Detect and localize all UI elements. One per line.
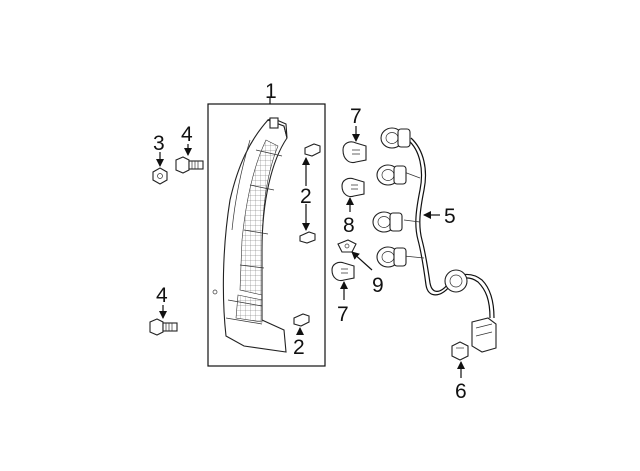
bulb-part-7-lower [331, 261, 355, 282]
bulb-part-8 [341, 177, 365, 198]
clip-part-6 [451, 341, 469, 361]
callout-1: 1 [265, 80, 277, 103]
screw-part-4-lower [149, 318, 178, 336]
harness-connector [471, 317, 497, 353]
callout-4-upper: 4 [181, 123, 193, 146]
callout-2-upper: 2 [300, 185, 312, 208]
callout-4-lower: 4 [156, 284, 168, 307]
clip-part-2-upper [304, 143, 321, 157]
socket-4 [376, 246, 407, 268]
assembly-frame [207, 103, 326, 367]
callout-6: 6 [455, 380, 467, 403]
socket-2 [376, 164, 407, 186]
grommet [444, 269, 468, 293]
callout-5: 5 [444, 205, 456, 228]
socket-1 [380, 127, 411, 149]
clip-part-2-lower [293, 313, 310, 327]
socket-3 [372, 211, 403, 233]
callout-3: 3 [153, 132, 165, 155]
callout-8: 8 [343, 214, 355, 237]
callout-9: 9 [372, 274, 384, 297]
tail-lamp-assembly [212, 117, 288, 353]
callout-2-lower: 2 [293, 336, 305, 359]
screw-part-4-upper [175, 156, 204, 174]
bulb-part-7-upper [342, 141, 367, 164]
wiring-harness-part-5 [372, 127, 497, 353]
callout-7-upper: 7 [350, 105, 362, 128]
nut-part-3 [152, 167, 168, 185]
gasket-part-9 [337, 239, 357, 253]
leader-9 [351, 251, 373, 271]
callout-7-lower: 7 [337, 303, 349, 326]
clip-part-2-mid [299, 231, 316, 244]
